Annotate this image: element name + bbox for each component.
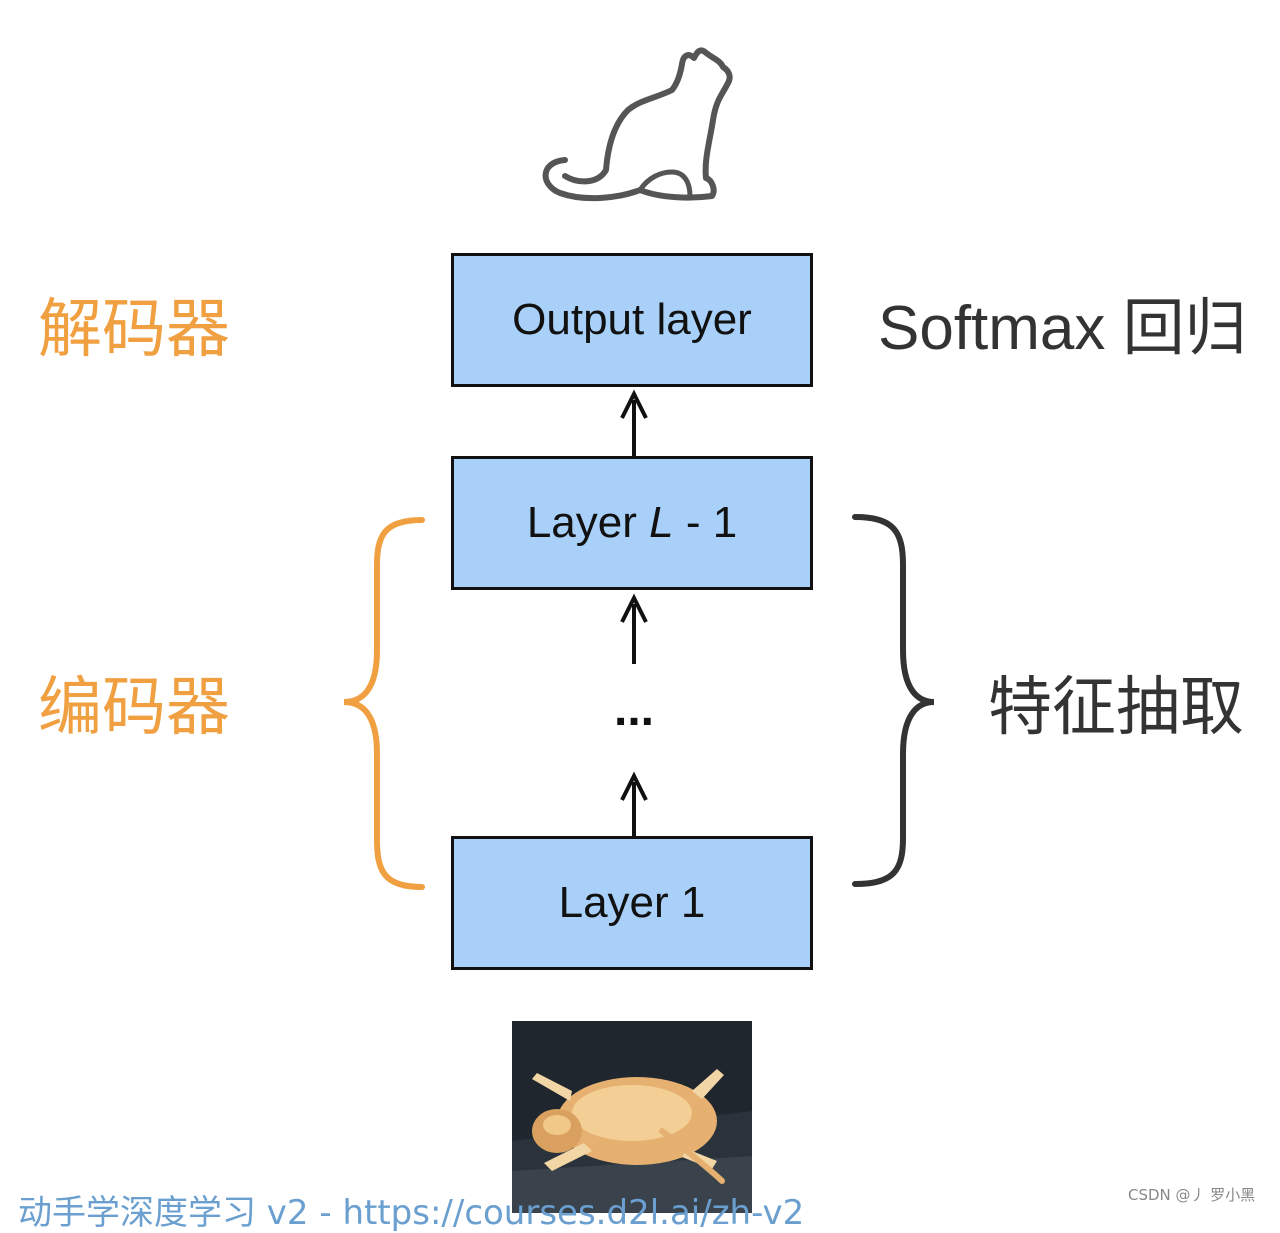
feature-brace [852,514,935,887]
softmax-label: Softmax 回归 [878,294,1247,363]
decoder-label: 解码器 [38,293,230,367]
hidden-layer-label: Layer L - 1 [526,498,738,547]
arrow-first-to-ellipsis [620,771,648,836]
output-layer-box: Output layer [451,253,813,387]
csdn-watermark: CSDN @丿 罗小黑 [1128,1186,1256,1204]
ellipsis: ... [613,683,654,736]
first-layer-label: Layer 1 [558,878,706,927]
output-layer-label: Output layer [512,295,752,344]
course-link[interactable]: 动手学深度学习 v2 - https://courses.d2l.ai/zh-v… [18,1193,805,1233]
encoder-label: 编码器 [38,671,230,745]
hidden-layer-box: Layer L - 1 [451,456,813,590]
feature-extraction-label: 特征抽取 [988,671,1244,745]
encoder-brace [343,517,425,890]
arrow-layer-to-output [620,389,648,456]
cat-photo [512,1021,752,1213]
arrow-ellipsis-to-hidden [620,593,648,664]
first-layer-box: Layer 1 [451,836,813,970]
